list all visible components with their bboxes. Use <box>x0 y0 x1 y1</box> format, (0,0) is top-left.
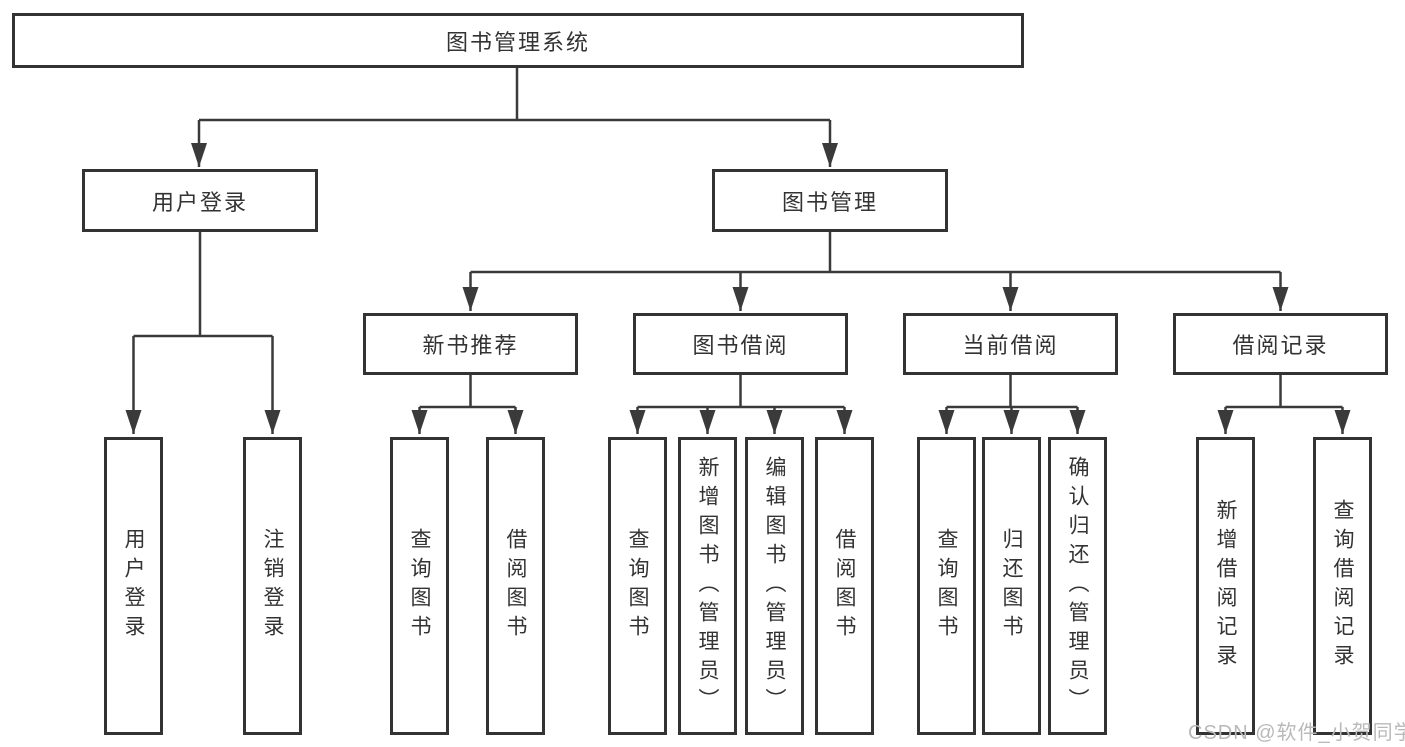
node-label: 借阅图书 <box>833 528 856 644</box>
leaf-records-query-record: 查询借阅记录 <box>1313 437 1372 735</box>
node-label: 查询图书 <box>408 528 431 644</box>
leaf-recommend-borrow-book: 借阅图书 <box>486 437 545 735</box>
leaf-records-add-record: 新增借阅记录 <box>1196 437 1255 735</box>
node-label: 用户登录 <box>122 528 145 644</box>
node-book-borrowing: 图书借阅 <box>633 313 848 375</box>
node-label: 图书管理 <box>781 189 878 215</box>
node-new-book-recommendation: 新书推荐 <box>363 313 578 375</box>
leaf-logout: 注销登录 <box>243 437 302 735</box>
leaf-borrowing-borrow-book: 借阅图书 <box>815 437 874 735</box>
node-label: 确认归还（管理员） <box>1066 455 1089 717</box>
leaf-user-login: 用户登录 <box>104 437 163 735</box>
node-label: 图书管理系统 <box>445 29 590 55</box>
node-label: 新书推荐 <box>422 333 519 358</box>
leaf-borrowing-edit-book-admin: 编辑图书（管理员） <box>745 437 804 735</box>
node-user-login-group: 用户登录 <box>82 169 318 232</box>
node-label: 归还图书 <box>1000 528 1023 644</box>
node-label: 图书借阅 <box>692 333 789 358</box>
node-label: 编辑图书（管理员） <box>763 455 786 717</box>
leaf-recommend-query-book: 查询图书 <box>390 437 449 735</box>
leaf-current-confirm-return-admin: 确认归还（管理员） <box>1048 437 1107 735</box>
node-label: 查询图书 <box>626 528 649 644</box>
node-label: 借阅图书 <box>504 528 527 644</box>
node-book-management-group: 图书管理 <box>712 169 948 232</box>
node-label: 查询借阅记录 <box>1331 499 1354 673</box>
node-label: 当前借阅 <box>962 333 1059 358</box>
leaf-borrowing-query-book: 查询图书 <box>608 437 667 735</box>
leaf-borrowing-add-book-admin: 新增图书（管理员） <box>678 437 737 735</box>
node-label: 新增图书（管理员） <box>696 455 719 717</box>
leaf-current-return-book: 归还图书 <box>982 437 1041 735</box>
node-current-borrowing: 当前借阅 <box>903 313 1118 375</box>
csdn-watermark: CSDN @软件_小贺同学 <box>1188 722 1405 744</box>
node-borrowing-records: 借阅记录 <box>1173 313 1388 375</box>
node-label: 查询图书 <box>935 528 958 644</box>
node-library-management-system: 图书管理系统 <box>12 13 1024 68</box>
node-label: 新增借阅记录 <box>1214 499 1237 673</box>
leaf-current-query-book: 查询图书 <box>917 437 976 735</box>
node-label: 用户登录 <box>151 189 248 215</box>
node-label: 借阅记录 <box>1232 333 1329 358</box>
node-label: 注销登录 <box>261 528 284 644</box>
